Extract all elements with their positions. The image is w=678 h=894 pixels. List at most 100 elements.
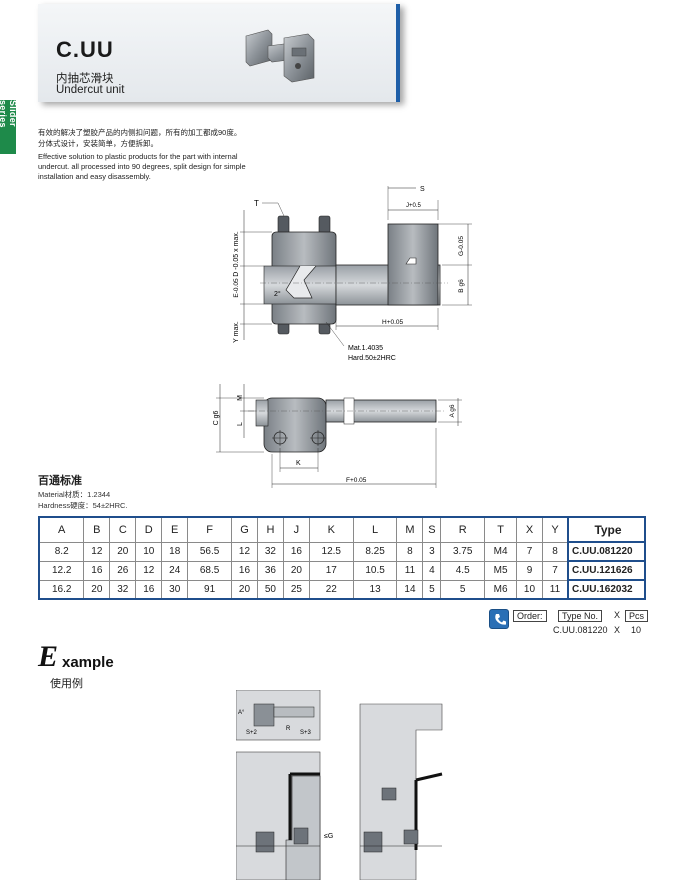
subtitle-english: Undercut unit: [56, 84, 125, 96]
table-cell: 11: [541, 579, 569, 600]
dim-T-label: T: [254, 199, 259, 208]
table-cell: 8.25: [352, 541, 398, 562]
col-header-K: K: [308, 516, 354, 543]
table-cell: 10.5: [352, 560, 398, 581]
side-tab-slider-series[interactable]: Slider series: [0, 100, 18, 154]
table-cell: 5: [440, 579, 486, 600]
table-cell: 11: [396, 560, 424, 581]
header-card: C.UU 内抽芯滑块 Undercut unit: [38, 4, 400, 102]
dim-H-label: H+0.05: [382, 319, 404, 326]
technical-drawing-side-view: D -0.05 x max. E-0.05 Y max. T 2° S J+0.…: [233, 186, 472, 362]
table-cell: 17: [308, 560, 354, 581]
col-header-L: L: [352, 516, 398, 543]
table-cell: 30: [161, 579, 189, 600]
table-cell: 12.5: [308, 541, 354, 562]
col-header-F: F: [187, 516, 232, 543]
example-label-S3: S+3: [300, 730, 312, 736]
example-label-A: A°: [238, 710, 245, 716]
col-header-H: H: [256, 516, 284, 543]
example-label-S2: S+2: [246, 730, 258, 736]
dim-K-label: K: [296, 460, 301, 467]
table-cell: 91: [187, 579, 232, 600]
table-cell: 9: [516, 560, 543, 581]
hardness-line: Hardness硬度：54±2HRC.: [38, 501, 128, 510]
product-photo: [245, 29, 315, 83]
col-header-X: X: [516, 516, 543, 543]
example-heading-initial: E: [38, 640, 59, 673]
dim-B-label: B g6: [458, 279, 465, 293]
col-header-D: D: [135, 516, 163, 543]
table-cell: 22: [308, 579, 354, 600]
table-cell: 20: [109, 541, 137, 562]
phone-order-icon[interactable]: [489, 609, 509, 629]
col-header-G: G: [231, 516, 258, 543]
table-cell: 25: [282, 579, 310, 600]
intro-en-line2: undercut. all processed into 90 degrees,…: [38, 162, 246, 171]
table-cell: M4: [484, 541, 518, 562]
col-header-R: R: [440, 516, 486, 543]
table-cell: 18: [161, 541, 189, 562]
col-header-E: E: [161, 516, 189, 543]
dim-C-label: C g6: [213, 411, 220, 426]
table-cell: 24: [161, 560, 189, 581]
intro-en-line3: installation and easy disassembly.: [38, 172, 151, 181]
table-cell: 32: [256, 541, 284, 562]
header-accent-bar: [396, 4, 400, 102]
table-cell: 10: [516, 579, 543, 600]
intro-cn-line1: 有效的解决了塑胶产品的内侧扣问题，所有的加工都成90度。: [38, 128, 242, 137]
angle-label: 2°: [274, 290, 281, 298]
spec-table: A B C D E F G H J K L M S R T X Y Type 8…: [38, 516, 646, 600]
example-label-G: ≤G: [324, 833, 333, 840]
order-example-qty: 10: [631, 625, 642, 635]
table-cell: M6: [484, 579, 518, 600]
table-cell: 10: [135, 541, 163, 562]
table-row: 12.2 16 26 12 24 68.5 16 36 20 17 10.5 1…: [38, 560, 646, 581]
dim-F-label: F+0.05: [346, 477, 367, 484]
col-header-T: T: [484, 516, 518, 543]
table-cell: 3: [422, 541, 442, 562]
intro-cn-line2: 分体式设计，安装简单，方便拆卸。: [38, 139, 158, 148]
table-cell: 4.5: [440, 560, 486, 581]
table-cell: 7: [541, 560, 569, 581]
dim-S-label: S: [420, 186, 425, 193]
col-header-J: J: [282, 516, 310, 543]
col-header-M: M: [396, 516, 424, 543]
col-header-Y: Y: [541, 516, 569, 543]
table-cell: 16: [231, 560, 258, 581]
table-cell: 3.75: [440, 541, 486, 562]
table-row: 8.2 12 20 10 18 56.5 12 32 16 12.5 8.25 …: [38, 541, 646, 562]
table-cell: 16: [135, 579, 163, 600]
table-cell: 14: [396, 579, 424, 600]
table-cell: 7: [516, 541, 543, 562]
type-cell[interactable]: C.UU.081220: [567, 541, 646, 562]
table-cell: 16: [83, 560, 111, 581]
dim-Y-label: Y max.: [233, 321, 240, 343]
table-cell: M5: [484, 560, 518, 581]
example-heading-rest: xample: [62, 654, 114, 671]
hardness-callout: Hard.50±2HRC: [348, 355, 396, 362]
table-cell: 12: [231, 541, 258, 562]
type-cell[interactable]: C.UU.162032: [567, 579, 646, 600]
standard-title: 百通标准: [38, 475, 82, 487]
table-cell: 16: [282, 541, 310, 562]
col-header-C: C: [109, 516, 137, 543]
phone-icon: [495, 614, 506, 625]
table-cell: 26: [109, 560, 137, 581]
pcs-box: Pcs: [625, 610, 649, 622]
col-header-S: S: [422, 516, 442, 543]
order-label: Order:: [513, 610, 547, 622]
table-cell: 12: [83, 541, 111, 562]
table-cell: 8.2: [38, 541, 85, 562]
dim-L-label: L: [237, 422, 244, 426]
technical-drawing-top-view: C g6 M L A g6 K F+0.05: [213, 384, 462, 488]
type-cell[interactable]: C.UU.121626: [567, 560, 646, 581]
order-multiply: X: [614, 610, 621, 620]
table-cell: 36: [256, 560, 284, 581]
table-cell: 20: [231, 579, 258, 600]
page-title: C.UU: [56, 37, 114, 62]
table-cell: 8: [541, 541, 569, 562]
order-example-x: X: [614, 625, 621, 635]
material-callout: Mat.1.4035: [348, 345, 383, 352]
subtitle-chinese: 内抽芯滑块: [56, 73, 114, 85]
dim-J-label: J+0.5: [406, 203, 422, 209]
